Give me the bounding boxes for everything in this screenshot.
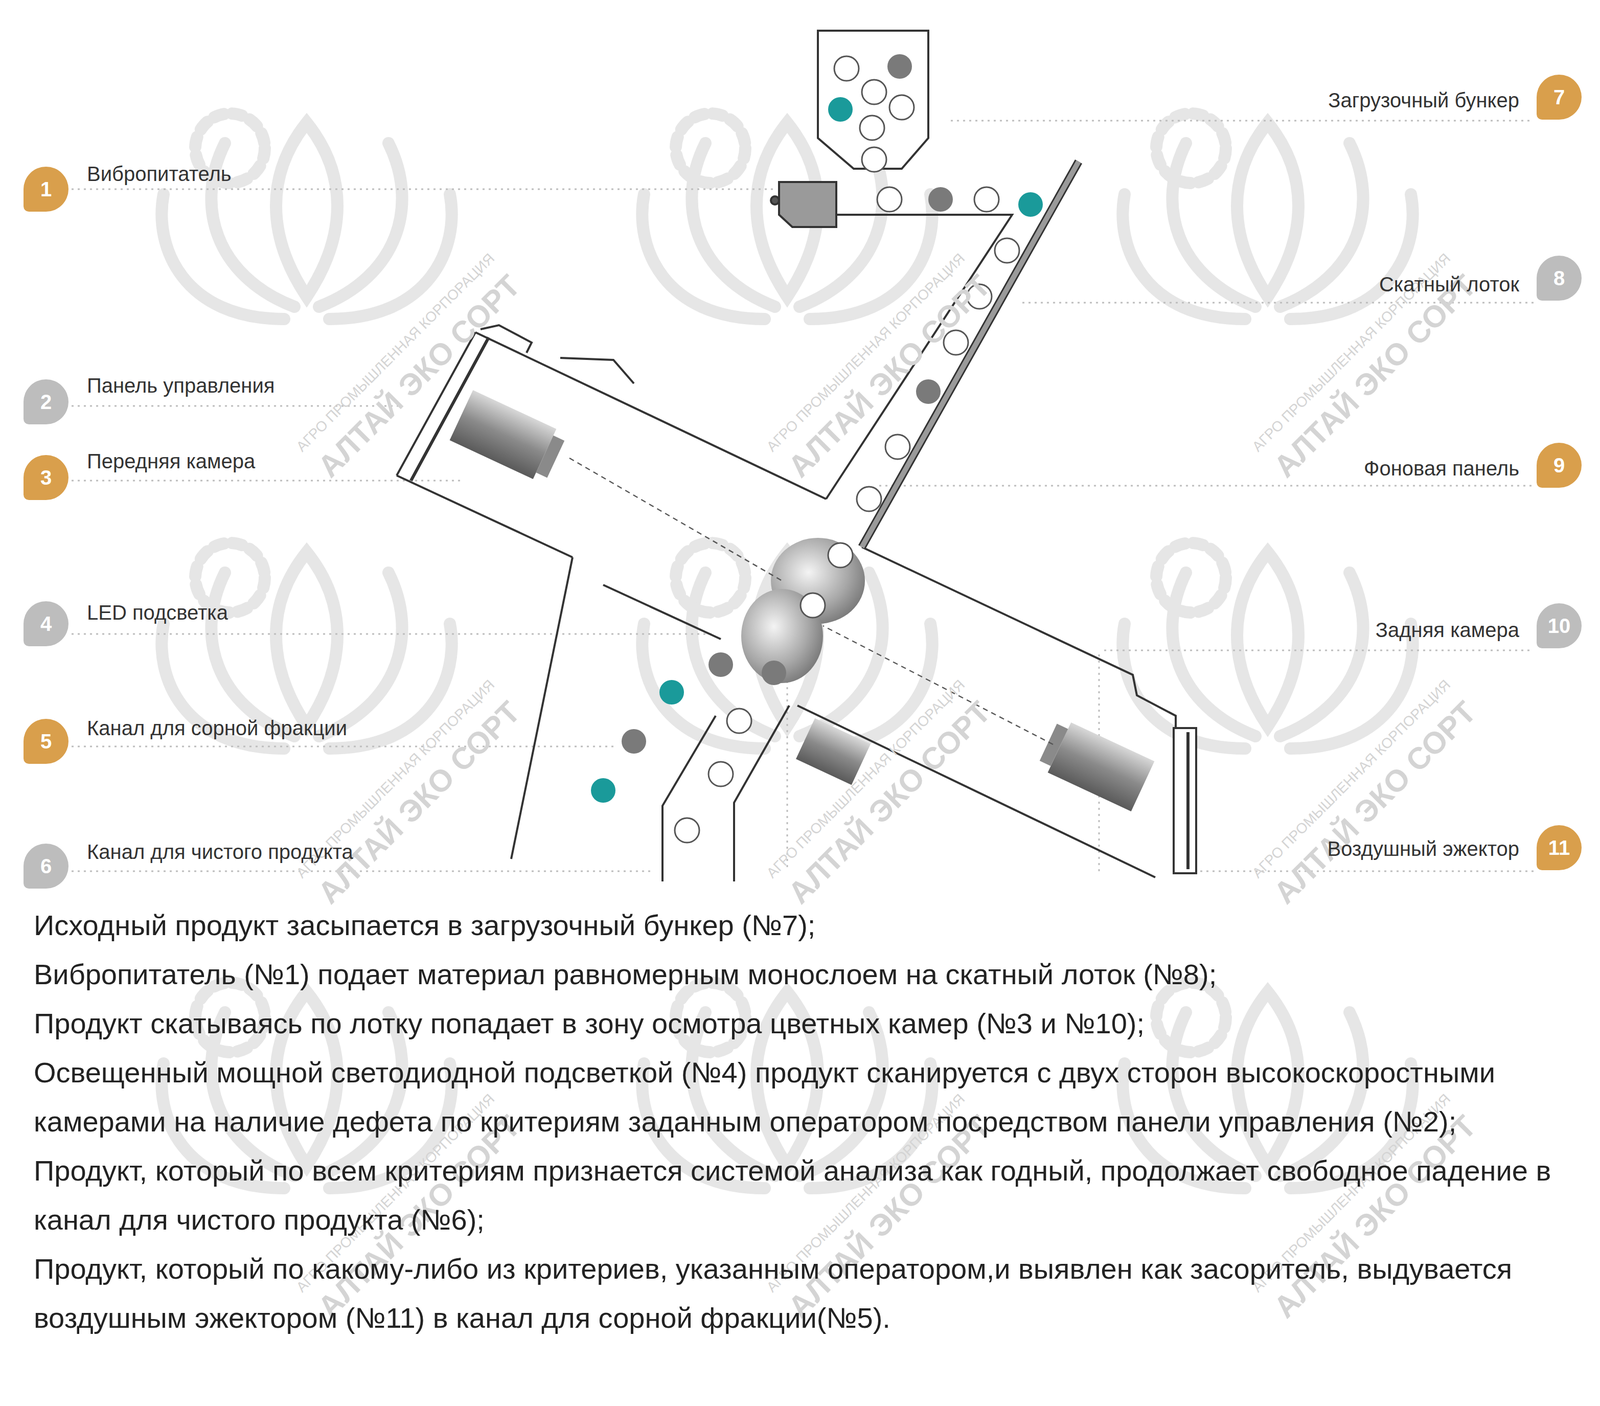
description-text: Исходный продукт засыпается в загрузочны… bbox=[33, 900, 1588, 1343]
description-line: Освещенный мощной светодиодной подсветко… bbox=[33, 1047, 1588, 1147]
part-name: LED подсветка bbox=[86, 600, 228, 625]
callout-number: 2 bbox=[40, 391, 52, 413]
callout-number: 5 bbox=[40, 730, 52, 752]
part-name: Передняя камера bbox=[86, 448, 256, 474]
leader-lines bbox=[71, 120, 1534, 872]
description-line: Продукт, который по всем критериям призн… bbox=[33, 1146, 1588, 1245]
callout-number: 6 bbox=[40, 855, 52, 877]
callout-number: 11 bbox=[1548, 837, 1570, 858]
callout-number: 8 bbox=[1553, 267, 1565, 289]
description-line: Продукт скатываясь по лотку попадает в з… bbox=[33, 998, 1588, 1048]
callout-badge: 10 bbox=[1536, 603, 1582, 649]
description-line: Продукт, который по какому-либо из крите… bbox=[33, 1244, 1588, 1343]
part-name: Скатный лоток bbox=[1379, 271, 1520, 297]
callout-badge: 1 bbox=[23, 166, 69, 212]
part-name: Воздушный эжектор bbox=[1327, 836, 1520, 861]
part-name: Загрузочный бункер bbox=[1328, 87, 1520, 113]
callout-badge: 11 bbox=[1536, 825, 1582, 871]
description-line: Вибропитатель (№1) подает материал равно… bbox=[33, 949, 1588, 999]
callout-badge: 6 bbox=[23, 843, 69, 889]
part-name: Панель управления bbox=[86, 373, 275, 398]
sight-lines bbox=[569, 458, 1054, 745]
part-name: Вибропитатель bbox=[86, 161, 232, 187]
watermark-text: АЛТАЙ ЭКО СОРТ bbox=[782, 1109, 998, 1325]
callout-number: 3 bbox=[40, 467, 52, 488]
callout-number: 7 bbox=[1553, 86, 1565, 108]
callout-badge: 3 bbox=[23, 454, 69, 500]
description-line: Исходный продукт засыпается в загрузочны… bbox=[33, 900, 1588, 950]
watermark-text: АЛТАЙ ЭКО СОРТ bbox=[1267, 1109, 1483, 1325]
callout-number: 1 bbox=[40, 178, 52, 200]
part-name: Фоновая панель bbox=[1363, 455, 1520, 481]
callout-number: 9 bbox=[1553, 454, 1565, 476]
part-name: Канал для сорной фракции bbox=[86, 715, 348, 741]
callout-number: 10 bbox=[1547, 615, 1571, 636]
ejection-cloud bbox=[741, 537, 865, 683]
callout-number: 4 bbox=[40, 613, 52, 634]
part-name: Канал для чистого продукта bbox=[86, 839, 354, 864]
callout-badge: 8 bbox=[1536, 255, 1582, 301]
machine-outline bbox=[396, 30, 1197, 882]
callout-badge: 9 bbox=[1536, 442, 1582, 488]
callout-badge: 7 bbox=[1536, 74, 1582, 120]
callout-badge: 2 bbox=[23, 379, 69, 425]
callout-badge: 5 bbox=[23, 718, 69, 764]
callout-badge: 4 bbox=[23, 601, 69, 647]
part-name: Задняя камера bbox=[1375, 617, 1520, 643]
